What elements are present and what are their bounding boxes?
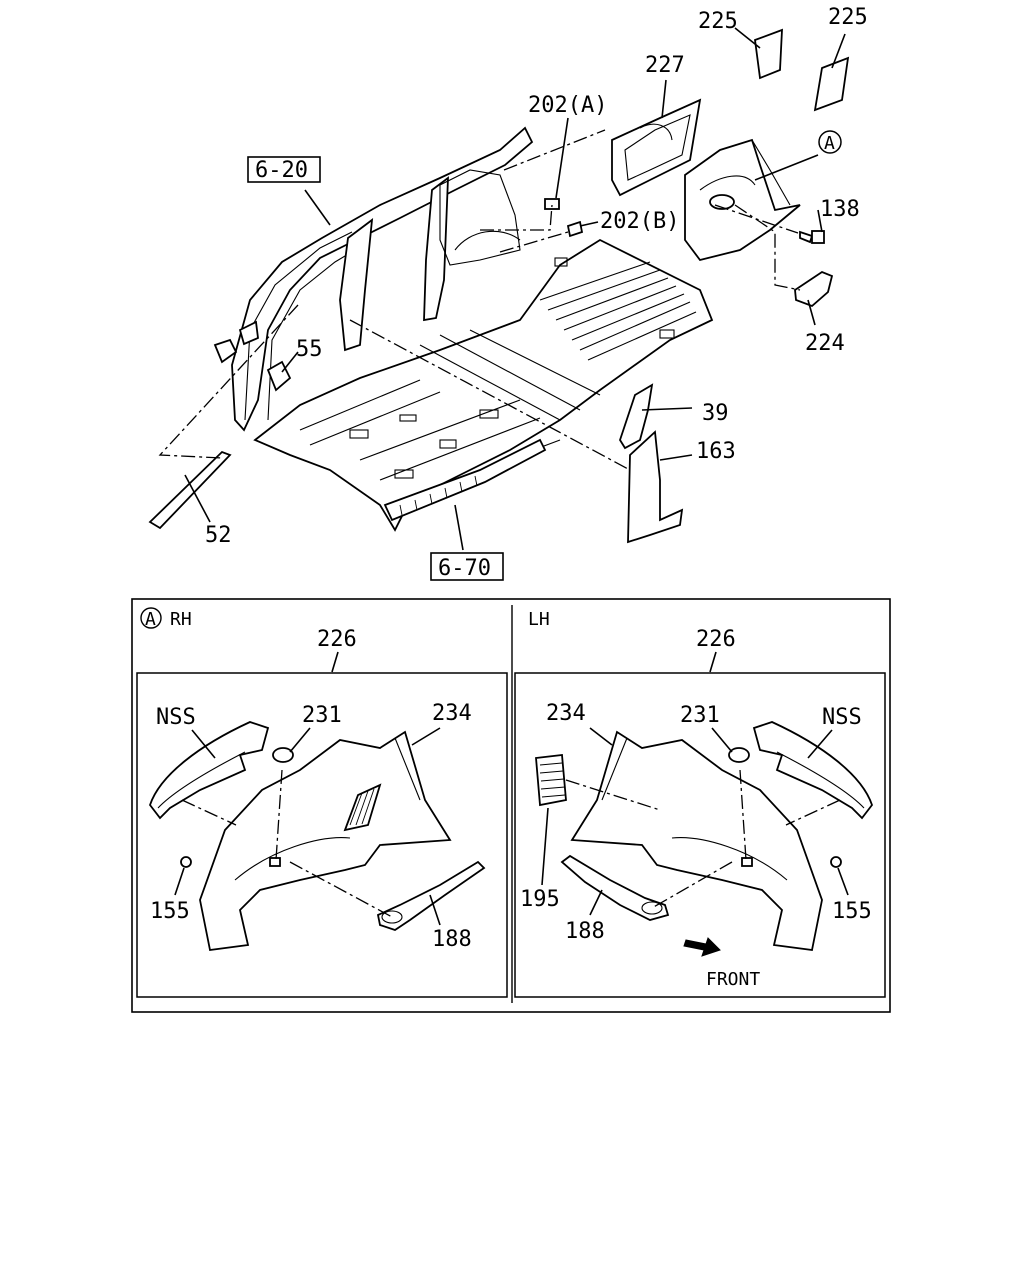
lh-155-clip — [830, 856, 842, 868]
rh-231-label: 231 — [302, 703, 342, 728]
callout-224: 224 — [805, 331, 845, 356]
callout-163: 163 — [696, 439, 736, 464]
part-138-screw — [799, 230, 825, 244]
part-227-rear-quarter-upper — [611, 98, 702, 197]
part-225-covers — [754, 28, 850, 112]
part-224-handle — [794, 270, 834, 308]
lh-188-label: 188 — [565, 919, 605, 944]
callout-225-left: 225 — [698, 9, 738, 34]
detail-marker-letter: A — [145, 609, 156, 630]
body-frame — [213, 126, 534, 432]
ref-top-label: 6-20 — [255, 158, 308, 183]
front-arrow-icon — [683, 937, 721, 957]
ref-box-bottom — [430, 552, 504, 581]
callout-39: 39 — [702, 401, 729, 426]
part-202b-clip — [566, 220, 584, 238]
lh-188-rail — [560, 854, 670, 921]
callout-52: 52 — [205, 523, 232, 548]
rh-quarter-trim — [199, 730, 452, 952]
callout-55: 55 — [296, 337, 323, 362]
lh-group-226: 226 — [696, 627, 736, 652]
front-label: FRONT — [706, 969, 760, 990]
lh-side-label: LH — [528, 609, 550, 630]
marker-a-circle — [818, 130, 842, 154]
alignment-lines — [158, 129, 801, 471]
marker-a-letter: A — [824, 133, 835, 154]
rh-188-label: 188 — [432, 927, 472, 952]
rh-nss-panel — [148, 721, 270, 820]
detail-lh: LH 226 234 231 NSS 195 — [514, 609, 886, 998]
detail-marker-circle — [140, 607, 162, 629]
rh-155-label: 155 — [150, 899, 190, 924]
floor-pan — [253, 238, 714, 532]
lh-nss-label: NSS — [822, 705, 862, 730]
lh-155-label: 155 — [832, 899, 872, 924]
rh-155-clip — [180, 856, 192, 868]
detail-rh: A RH 226 NSS 231 234 155 — [136, 607, 508, 998]
lh-195-label: 195 — [520, 887, 560, 912]
rh-group-226: 226 — [317, 627, 357, 652]
detail-frame — [131, 598, 891, 1013]
part-quarter-trim-a — [684, 138, 801, 262]
lh-nss-panel — [752, 721, 874, 820]
callout-202a: 202(A) — [528, 93, 607, 118]
lh-231-label: 231 — [680, 703, 720, 728]
rh-group-box — [136, 672, 508, 998]
lh-234-label: 234 — [546, 701, 586, 726]
part-52-sill-strip — [148, 450, 232, 530]
ref-box-top — [247, 156, 321, 183]
callout-202b: 202(B) — [600, 209, 679, 234]
rh-side-label: RH — [170, 609, 192, 630]
rh-nss-label: NSS — [156, 705, 196, 730]
part-202a-clip — [544, 198, 560, 210]
lh-group-box — [514, 672, 886, 998]
rh-234-label: 234 — [432, 701, 472, 726]
lh-quarter-trim — [570, 730, 823, 952]
callout-138: 138 — [820, 197, 860, 222]
lh-231-cap — [728, 747, 750, 763]
ref-bottom-label: 6-70 — [438, 556, 491, 581]
rh-231-cap — [272, 747, 294, 763]
part-163-pillar-trim — [627, 430, 684, 544]
callout-227: 227 — [645, 53, 685, 78]
leader-lines — [184, 27, 846, 551]
callout-225-right: 225 — [828, 5, 868, 30]
